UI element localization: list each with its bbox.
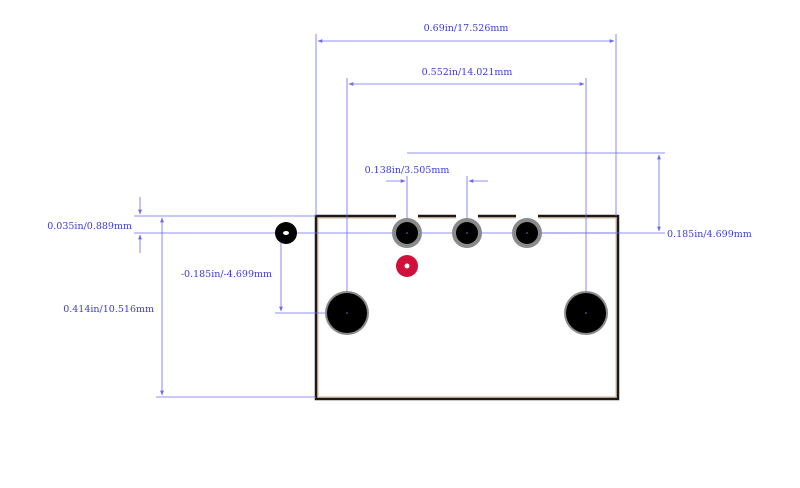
pin-pitch-label: 0.138in/3.505mm	[365, 165, 450, 176]
pin-pad-2	[452, 218, 482, 248]
dimension-mount-hole-spacing: 0.552in/14.021mm	[346, 67, 587, 313]
origin-marker	[275, 222, 297, 244]
overall-width-label: 0.69in/17.526mm	[424, 23, 509, 34]
left-offset-label: -0.185in/-4.699mm	[181, 269, 272, 280]
pin-pad-1	[392, 218, 422, 248]
mounting-hole-right	[564, 291, 608, 335]
pin-pad-3	[512, 218, 542, 248]
mounting-hole-left	[325, 291, 369, 335]
pin1-marker	[396, 255, 418, 277]
dimension-top-offset: 0.035in/0.889mm	[47, 197, 316, 253]
dimension-overall-height: 0.414in/10.516mm	[63, 217, 316, 398]
dimension-overall-width: 0.69in/17.526mm	[315, 23, 617, 216]
right-offset-label: 0.185in/4.699mm	[667, 229, 752, 240]
top-offset-label: 0.035in/0.889mm	[47, 221, 132, 232]
overall-height-label: 0.414in/10.516mm	[63, 304, 154, 315]
mount-hole-spacing-label: 0.552in/14.021mm	[422, 67, 513, 78]
dimension-left-offset: -0.185in/-4.699mm	[181, 235, 347, 314]
